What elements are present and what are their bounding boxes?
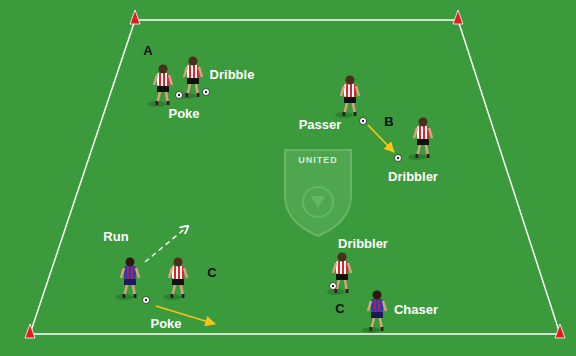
role-label: Run xyxy=(103,229,128,244)
role-label: Poke xyxy=(150,316,181,331)
player xyxy=(335,76,359,119)
player xyxy=(362,291,386,334)
ball xyxy=(395,155,402,162)
role-label: Dribbler xyxy=(338,236,388,251)
player xyxy=(148,65,172,108)
role-label: Dribbler xyxy=(388,169,438,184)
player xyxy=(327,253,351,296)
ball xyxy=(330,283,337,290)
player xyxy=(163,258,187,301)
player xyxy=(115,258,139,301)
watermark-text: UNITED xyxy=(298,155,338,165)
player xyxy=(408,118,432,161)
group-letter: C xyxy=(207,265,216,280)
cones xyxy=(25,10,565,338)
ball xyxy=(143,297,150,304)
role-label: Dribble xyxy=(210,67,255,82)
role-label: Passer xyxy=(299,117,342,132)
role-label: Poke xyxy=(168,106,199,121)
run-arrow xyxy=(145,226,188,262)
group-letter: A xyxy=(143,43,152,58)
ball xyxy=(203,89,210,96)
role-label: Chaser xyxy=(394,302,438,317)
ball xyxy=(176,92,183,99)
field-boundary xyxy=(30,20,560,334)
ball xyxy=(360,118,367,125)
group-letter: B xyxy=(384,114,393,129)
group-letter: C xyxy=(335,301,344,316)
club-shield xyxy=(285,150,351,236)
pass-arrow xyxy=(368,125,394,152)
